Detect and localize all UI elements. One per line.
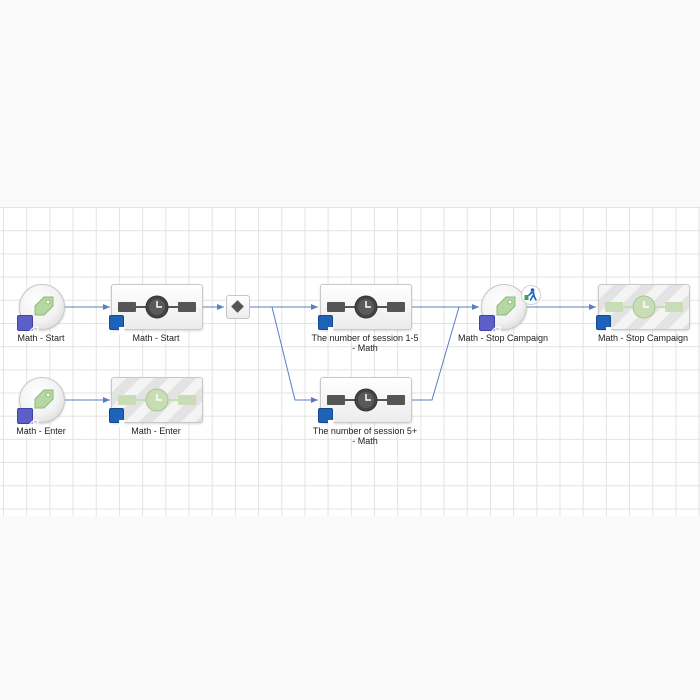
stop-campaign-trigger-node[interactable] (479, 284, 541, 336)
decision-diamond-icon (231, 300, 244, 313)
tag-badge-icon (17, 315, 39, 336)
math-start-trigger-node[interactable] (17, 284, 65, 336)
timer-icon (327, 388, 405, 412)
session-5-plus-timer-node[interactable] (318, 377, 412, 429)
flag-badge-icon (109, 315, 126, 336)
session-1-5-timer-label: The number of session 1-5 - Math (311, 333, 419, 353)
flag-badge-icon (596, 315, 613, 336)
math-enter-timer-node[interactable] (109, 377, 203, 429)
stop-campaign-timer-node[interactable] (596, 284, 690, 336)
timer-icon (605, 295, 683, 319)
workflow-canvas[interactable] (0, 207, 700, 516)
tag-icon (34, 389, 54, 409)
math-enter-timer-label: Math - Enter (131, 426, 181, 436)
tag-badge-icon (17, 408, 39, 429)
exit-person-icon (512, 277, 541, 305)
math-start-timer-node[interactable] (109, 284, 203, 336)
stop-campaign-trigger-label: Math - Stop Campaign (457, 333, 549, 343)
math-start-timer-label: Math - Start (132, 333, 180, 343)
flag-badge-icon (109, 408, 126, 429)
tag-badge-icon (479, 315, 501, 336)
timer-icon (327, 295, 405, 319)
timer-icon (118, 388, 196, 412)
flag-badge-icon (318, 315, 335, 336)
session-1-5-timer-node[interactable] (318, 284, 412, 336)
math-enter-trigger-node[interactable] (17, 377, 65, 429)
timer-icon (118, 295, 196, 319)
stop-campaign-timer-label: Math - Stop Campaign (597, 333, 689, 343)
flag-badge-icon (318, 408, 335, 429)
decision-node[interactable] (226, 295, 250, 319)
math-start-trigger-label: Math - Start (17, 333, 65, 343)
session-5-plus-timer-label: The number of session 5+ - Math (312, 426, 418, 446)
math-enter-trigger-label: Math - Enter (16, 426, 66, 436)
tag-icon (496, 296, 516, 316)
tag-icon (34, 296, 54, 316)
